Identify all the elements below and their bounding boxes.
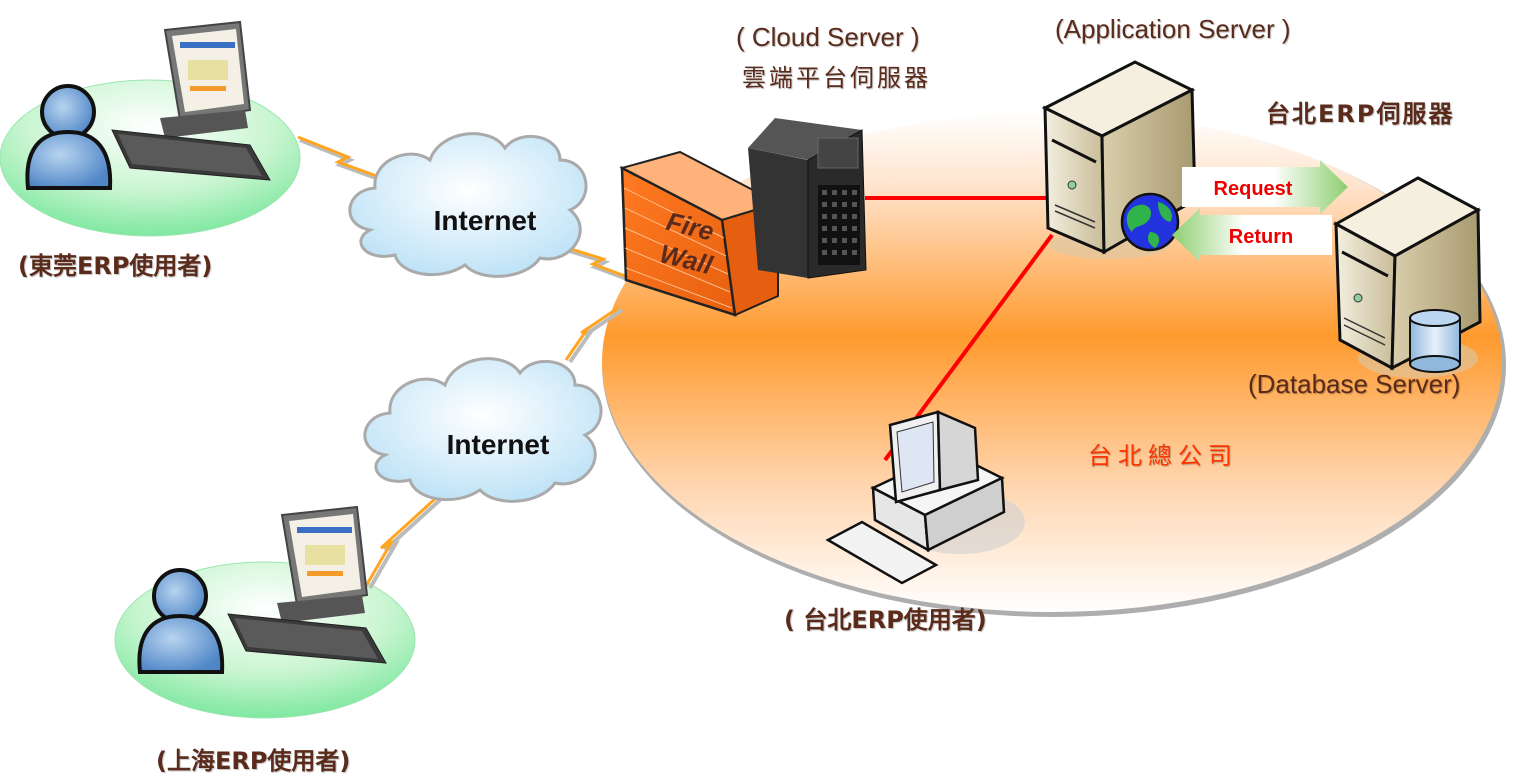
app-server-label-en: (Application Server ) — [1055, 14, 1291, 44]
wireless-link-icon — [557, 243, 636, 284]
db-server-label: (Database Server) — [1248, 369, 1461, 399]
taipei-hq-label: 台北總公司 — [1088, 442, 1238, 470]
internet-bottom-label: Internet — [447, 429, 550, 460]
shanghai-user-workstation — [137, 505, 387, 674]
firewall-icon — [619, 150, 781, 317]
dongguan-user-workstation — [25, 20, 271, 190]
dongguan-user-label: (東莞ERP使用者) — [18, 252, 213, 280]
internet-cloud-top — [348, 132, 588, 278]
request-arrow — [1182, 160, 1348, 214]
wireless-link-icon — [297, 135, 396, 187]
cloud-server-label-zh: 雲端平台伺服器 — [742, 64, 931, 92]
keyboard-icon — [111, 129, 271, 181]
request-label: Request — [1214, 178, 1293, 200]
database-cylinder-icon — [1409, 309, 1461, 373]
wireless-link-icon — [564, 306, 624, 364]
monitor-icon — [160, 20, 252, 138]
cloud-server-icon — [748, 118, 867, 279]
app-server-label-zh: 台北ERP伺服器 — [1266, 100, 1455, 128]
taipei-user-label: ( 台北ERP使用者) — [784, 606, 987, 634]
keyboard-icon — [227, 613, 387, 664]
monitor-icon — [277, 505, 369, 623]
return-arrow — [1172, 208, 1332, 262]
cloud-server-label-en: ( Cloud Server ) — [736, 22, 920, 52]
shanghai-user-label: (上海ERP使用者) — [156, 747, 351, 775]
taipei-user-workstation — [825, 410, 1025, 585]
internet-top-label: Internet — [434, 205, 537, 236]
person-icon — [25, 84, 113, 190]
person-icon — [137, 568, 225, 674]
wireless-link-icon — [364, 496, 442, 590]
internet-cloud-bottom — [363, 357, 603, 503]
return-label: Return — [1229, 226, 1293, 248]
globe-icon — [1120, 192, 1180, 252]
